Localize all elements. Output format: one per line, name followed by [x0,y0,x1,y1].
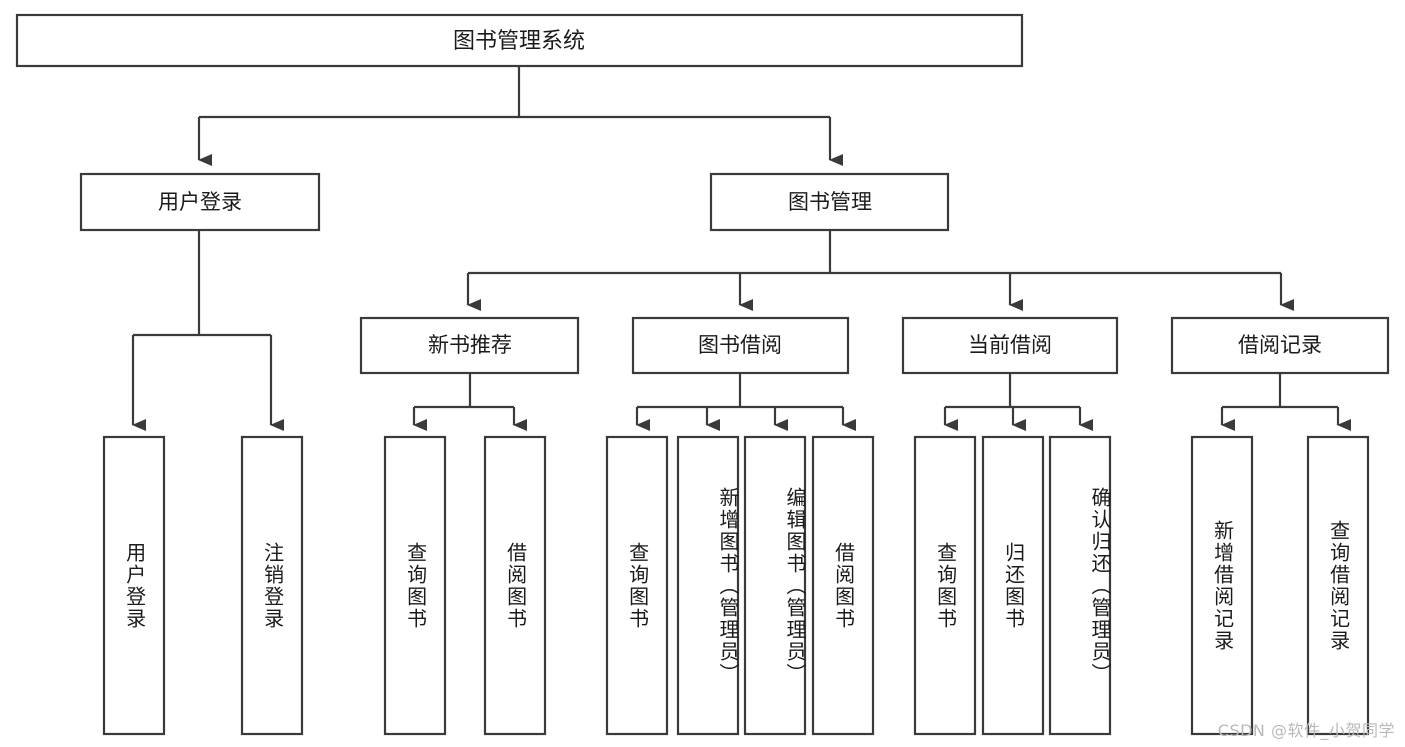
user-login-label: 用户登录 [158,190,242,214]
new-book-recommend-label: 新书推荐 [428,333,512,357]
book-borrow-box [631,316,850,375]
new-book-recommend-box [359,316,580,375]
leaf-box-query-book-2[interactable] [605,435,669,736]
leaf-box-confirm-return[interactable] [1048,435,1112,736]
node-book-manage[interactable]: 图书管理 [709,172,950,232]
leaf-box-return-book[interactable] [981,435,1045,736]
connector-root-to-level2 [197,66,843,166]
borrow-record-label: 借阅记录 [1238,333,1322,357]
book-borrow-label: 图书借阅 [698,333,782,357]
leaf-box-borrow-book-1[interactable] [483,435,547,736]
leaf-box-user-login[interactable] [102,435,166,736]
leaf-box-add-book[interactable] [676,435,740,736]
leaf-box-borrow-book-2[interactable] [811,435,875,736]
borrow-record-box [1170,316,1390,375]
leaf-box-logout-login[interactable] [240,435,304,736]
csdn-watermark: CSDN @软件_小贺同学 [1217,721,1395,740]
node-current-borrow[interactable]: 当前借阅 [901,316,1119,375]
connector-book-borrow-to-leaves [635,373,856,431]
connector-current-borrow-to-leaves [943,373,1093,431]
connector-book-manage-to-level3 [466,230,1294,311]
root-label: 图书管理系统 [453,29,585,54]
leaf-box-add-record[interactable] [1190,435,1254,736]
connector-user-login-to-leaves [131,230,284,431]
node-borrow-record[interactable]: 借阅记录 [1170,316,1390,375]
node-new-book-recommend[interactable]: 新书推荐 [359,316,580,375]
node-user-login[interactable]: 用户登录 [79,172,321,232]
node-book-borrow[interactable]: 图书借阅 [631,316,850,375]
leaf-box-query-book-1[interactable] [383,435,447,736]
book-manage-label: 图书管理 [788,190,872,214]
connector-new-book-recommend-to-leaves [412,373,527,431]
root-box [15,13,1024,68]
current-borrow-label: 当前借阅 [968,333,1052,357]
current-borrow-box [901,316,1119,375]
leaf-box-query-record[interactable] [1306,435,1370,736]
book-manage-box [709,172,950,232]
leaf-box-query-book-3[interactable] [913,435,977,736]
leaf-box-edit-book[interactable] [743,435,807,736]
node-root[interactable]: 图书管理系统 [15,13,1024,68]
connector-borrow-record-to-leaves [1220,373,1351,431]
